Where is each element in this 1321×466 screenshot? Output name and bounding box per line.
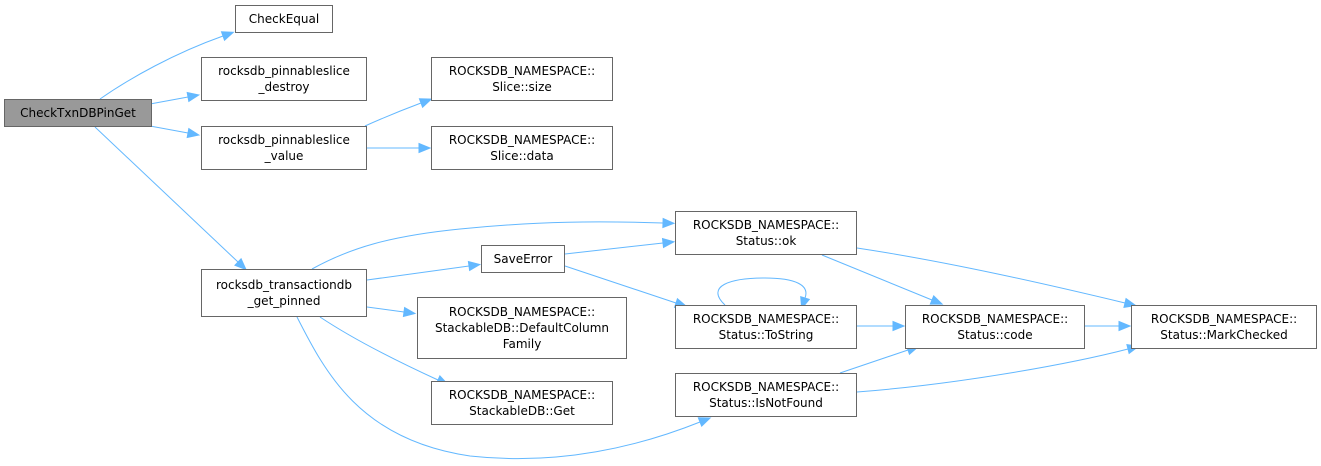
node-label-line: StackableDB::DefaultColumn: [434, 321, 610, 335]
node-getpinned[interactable]: rocksdb_transactiondb _get_pinned: [201, 269, 367, 317]
node-label-line: ROCKSDB_NAMESPACE::: [692, 380, 840, 394]
node-label-line: Status::ok: [735, 234, 797, 248]
edge-line: [149, 125, 189, 134]
edge-line: [717, 277, 807, 306]
edge-root-to-value: [149, 125, 201, 139]
edge-line: [99, 35, 224, 100]
edge-line: [856, 247, 1126, 304]
edge-statusok-to-markchecked: [856, 247, 1137, 308]
edge-getpinned-to-saveerror: [366, 260, 482, 281]
node-destroy[interactable]: rocksdb_pinnableslice _destroy: [201, 57, 367, 101]
node-isnotfound[interactable]: ROCKSDB_NAMESPACE::Status::IsNotFound: [675, 373, 857, 417]
edge-arrowhead: [929, 294, 944, 305]
node-label-line: CheckEqual: [248, 12, 320, 26]
node-label-line: StackableDB::Get: [469, 404, 575, 418]
edge-getpinned-to-defaultcf: [366, 306, 417, 318]
edge-line: [366, 265, 470, 281]
node-label-line: ROCKSDB_NAMESPACE::: [448, 64, 596, 78]
edge-arrowhead: [661, 237, 676, 249]
node-label-line: Status::code: [957, 328, 1033, 342]
node-slicesize[interactable]: ROCKSDB_NAMESPACE::Slice::size: [431, 57, 613, 101]
node-label-line: Family: [502, 337, 542, 351]
edge-isnotfound-to-markchecked: [856, 344, 1140, 393]
edge-line: [366, 306, 405, 313]
node-label-line: _get_pinned: [247, 294, 321, 308]
edge-arrowhead: [1118, 320, 1132, 332]
node-label-line: Status::ToString: [718, 328, 814, 342]
edge-line: [856, 348, 1129, 393]
node-label-line: ROCKSDB_NAMESPACE::: [448, 305, 596, 319]
edge-arrowhead: [186, 91, 201, 103]
node-tostring[interactable]: ROCKSDB_NAMESPACE::Status::ToString: [675, 305, 857, 349]
edge-arrowhead: [662, 217, 676, 229]
edge-arrowhead: [186, 127, 201, 139]
node-label-line: ROCKSDB_NAMESPACE::: [1150, 312, 1298, 326]
edge-line: [364, 102, 422, 127]
edge-value-to-slicedata: [367, 142, 432, 154]
node-sdbget[interactable]: ROCKSDB_NAMESPACE::StackableDB::Get: [431, 381, 613, 425]
edge-arrowhead: [220, 31, 235, 42]
node-label-line: Status::IsNotFound: [709, 396, 823, 410]
node-root: CheckTxnDBPinGet: [4, 99, 152, 127]
node-label-line: ROCKSDB_NAMESPACE::: [692, 218, 840, 232]
node-statusok[interactable]: ROCKSDB_NAMESPACE::Status::ok: [675, 211, 857, 255]
node-label-line: CheckTxnDBPinGet: [20, 106, 136, 120]
node-markchecked[interactable]: ROCKSDB_NAMESPACE::Status::MarkChecked: [1131, 305, 1317, 349]
node-label-line: _destroy: [258, 80, 310, 94]
edge-code-to-markchecked: [1085, 320, 1132, 332]
edge-line: [839, 349, 909, 374]
edge-line: [296, 316, 701, 460]
node-label-line: Slice::size: [492, 80, 552, 94]
edge-value-to-slicesize: [364, 98, 433, 127]
node-label-line: Slice::data: [490, 149, 554, 163]
edge-statusok-to-code: [821, 254, 944, 305]
node-defaultcf[interactable]: ROCKSDB_NAMESPACE::StackableDB::DefaultC…: [417, 297, 627, 359]
edge-arrowhead: [418, 98, 433, 109]
node-label-line: ROCKSDB_NAMESPACE::: [921, 312, 1069, 326]
node-label-line: SaveError: [493, 252, 553, 266]
edge-arrowhead: [418, 142, 432, 154]
edge-saveerror-to-statusok: [564, 237, 676, 255]
edge-line: [311, 221, 664, 270]
node-code[interactable]: ROCKSDB_NAMESPACE::Status::code: [905, 305, 1085, 349]
node-label-line: rocksdb_transactiondb: [215, 278, 353, 292]
edge-line: [821, 254, 933, 301]
node-checkequal[interactable]: CheckEqual: [235, 5, 333, 33]
edge-arrowhead: [402, 306, 417, 318]
edge-root-to-getpinned: [94, 126, 247, 271]
edge-line: [94, 126, 239, 263]
node-label-line: ROCKSDB_NAMESPACE::: [448, 388, 596, 402]
edge-line: [564, 242, 664, 255]
node-label-line: ROCKSDB_NAMESPACE::: [692, 312, 840, 326]
edge-line: [149, 96, 189, 105]
edge-getpinned-to-isnotfound: [296, 316, 712, 460]
edge-arrowhead: [467, 260, 482, 272]
edge-tostring-to-code: [857, 320, 906, 332]
node-label-line: ROCKSDB_NAMESPACE::: [448, 133, 596, 147]
node-label-line: Status::MarkChecked: [1160, 328, 1288, 342]
node-saveerror[interactable]: SaveError: [481, 245, 565, 273]
edge-arrowhead: [234, 257, 247, 271]
edge-arrowhead: [892, 320, 906, 332]
node-label-line: rocksdb_pinnableslice: [218, 133, 350, 147]
edge-line: [319, 316, 439, 381]
edge-root-to-checkequal: [99, 31, 235, 100]
edge-getpinned-to-statusok: [311, 217, 676, 270]
node-label-line: rocksdb_pinnableslice: [218, 64, 350, 78]
node-slicedata[interactable]: ROCKSDB_NAMESPACE::Slice::data: [431, 126, 613, 170]
edge-root-to-destroy: [149, 91, 201, 105]
edge-line: [564, 265, 677, 304]
edge-isnotfound-to-code: [839, 345, 920, 374]
node-label-line: _value: [264, 149, 304, 163]
edge-arrowhead: [697, 417, 712, 428]
edge-tostring-to-tostring: [717, 277, 811, 310]
node-value[interactable]: rocksdb_pinnableslice _value: [201, 126, 367, 170]
